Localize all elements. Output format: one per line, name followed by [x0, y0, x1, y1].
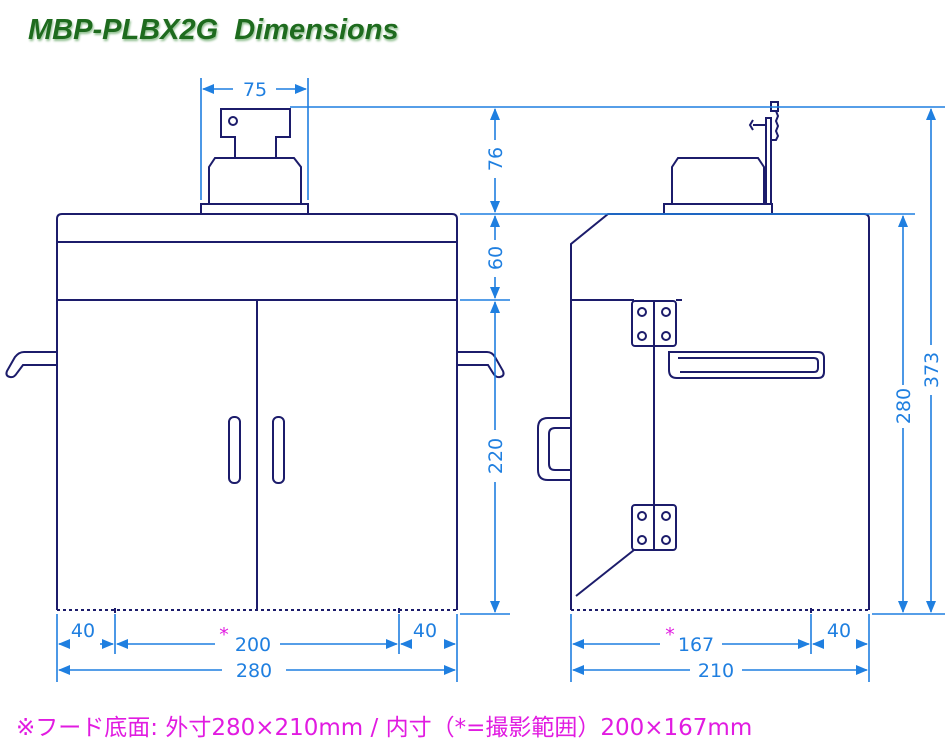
dim-front-left-foot: 40	[71, 620, 95, 642]
page-title: MBP-PLBX2G Dimensions	[28, 14, 399, 46]
front-right-handle	[457, 351, 505, 379]
dim-door-height: 220	[485, 438, 507, 474]
side-left-handle	[537, 417, 571, 481]
dim-total-height: 373	[921, 352, 943, 388]
front-left-handle	[5, 351, 57, 379]
footnote: ※フード底面: 外寸280×210mm / 内寸（*=撮影範囲）200×167m…	[16, 715, 753, 741]
side-view	[537, 101, 870, 613]
dim-top-width: 75	[243, 79, 267, 101]
dim-side-total: 210	[698, 660, 734, 682]
front-view	[5, 108, 505, 613]
dim-side-body-height: 280	[893, 388, 915, 424]
side-hinge-top	[631, 300, 677, 347]
dim-front-total: 280	[236, 660, 272, 682]
dimension-lines	[56, 78, 945, 682]
front-cabinet	[56, 213, 458, 610]
side-top-mount	[663, 101, 780, 215]
side-cabinet	[537, 213, 870, 610]
dim-side-inner: 167	[678, 634, 714, 656]
dim-front-inner-marker: *	[219, 624, 229, 646]
dim-top-height: 76	[485, 147, 507, 171]
dim-front-inner: 200	[235, 634, 271, 656]
dim-side-right-foot: 40	[827, 620, 851, 642]
dimension-labels: 75 76 60 220 40 * 200 40 280 * 167 40 21…	[71, 79, 943, 682]
front-top-mount	[200, 108, 309, 215]
side-hinge-bottom	[631, 504, 677, 551]
dim-side-inner-marker: *	[665, 624, 675, 646]
dim-upper-panel: 60	[485, 246, 507, 270]
dim-front-right-foot: 40	[413, 620, 437, 642]
